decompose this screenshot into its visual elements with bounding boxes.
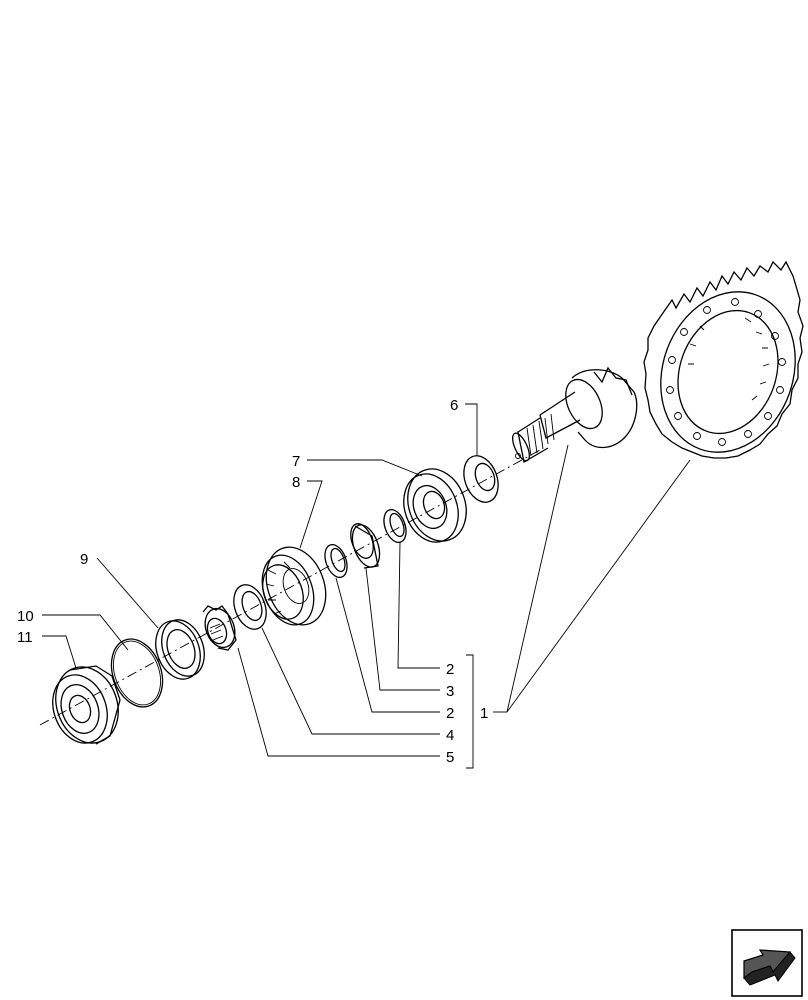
pinion-shaft bbox=[511, 366, 638, 464]
crown-gear bbox=[643, 260, 804, 459]
callout-6: 6 bbox=[450, 397, 458, 414]
part-2-upper-ring bbox=[383, 509, 407, 543]
callout-11: 11 bbox=[17, 629, 33, 646]
part-3-spacer bbox=[350, 523, 381, 569]
part-4-washer bbox=[233, 584, 267, 630]
callout-10: 10 bbox=[17, 608, 34, 625]
callout-2-lower: 2 bbox=[446, 705, 454, 722]
part-6-ring bbox=[463, 455, 499, 503]
callout-labels: 6 7 8 9 10 11 2 3 2 4 5 1 bbox=[17, 397, 488, 766]
callout-8: 8 bbox=[292, 474, 300, 491]
callout-1: 1 bbox=[480, 705, 488, 722]
part-8-bearing bbox=[261, 546, 327, 626]
callout-4: 4 bbox=[446, 727, 454, 744]
part-10-oring bbox=[110, 638, 164, 708]
part-5-nut bbox=[202, 605, 237, 651]
bolt-holes bbox=[666, 298, 786, 446]
callout-7: 7 bbox=[292, 453, 300, 470]
part-9-seal bbox=[155, 619, 205, 680]
arrow-nav-icon[interactable] bbox=[731, 929, 803, 997]
callout-9: 9 bbox=[80, 551, 88, 568]
part-2-lower-ring bbox=[324, 544, 348, 578]
part-11-flange bbox=[52, 665, 121, 745]
callout-5: 5 bbox=[446, 749, 454, 766]
leader-lines bbox=[42, 403, 691, 769]
callout-3: 3 bbox=[446, 683, 454, 700]
callout-2-upper: 2 bbox=[446, 661, 454, 678]
center-axis bbox=[39, 449, 541, 726]
